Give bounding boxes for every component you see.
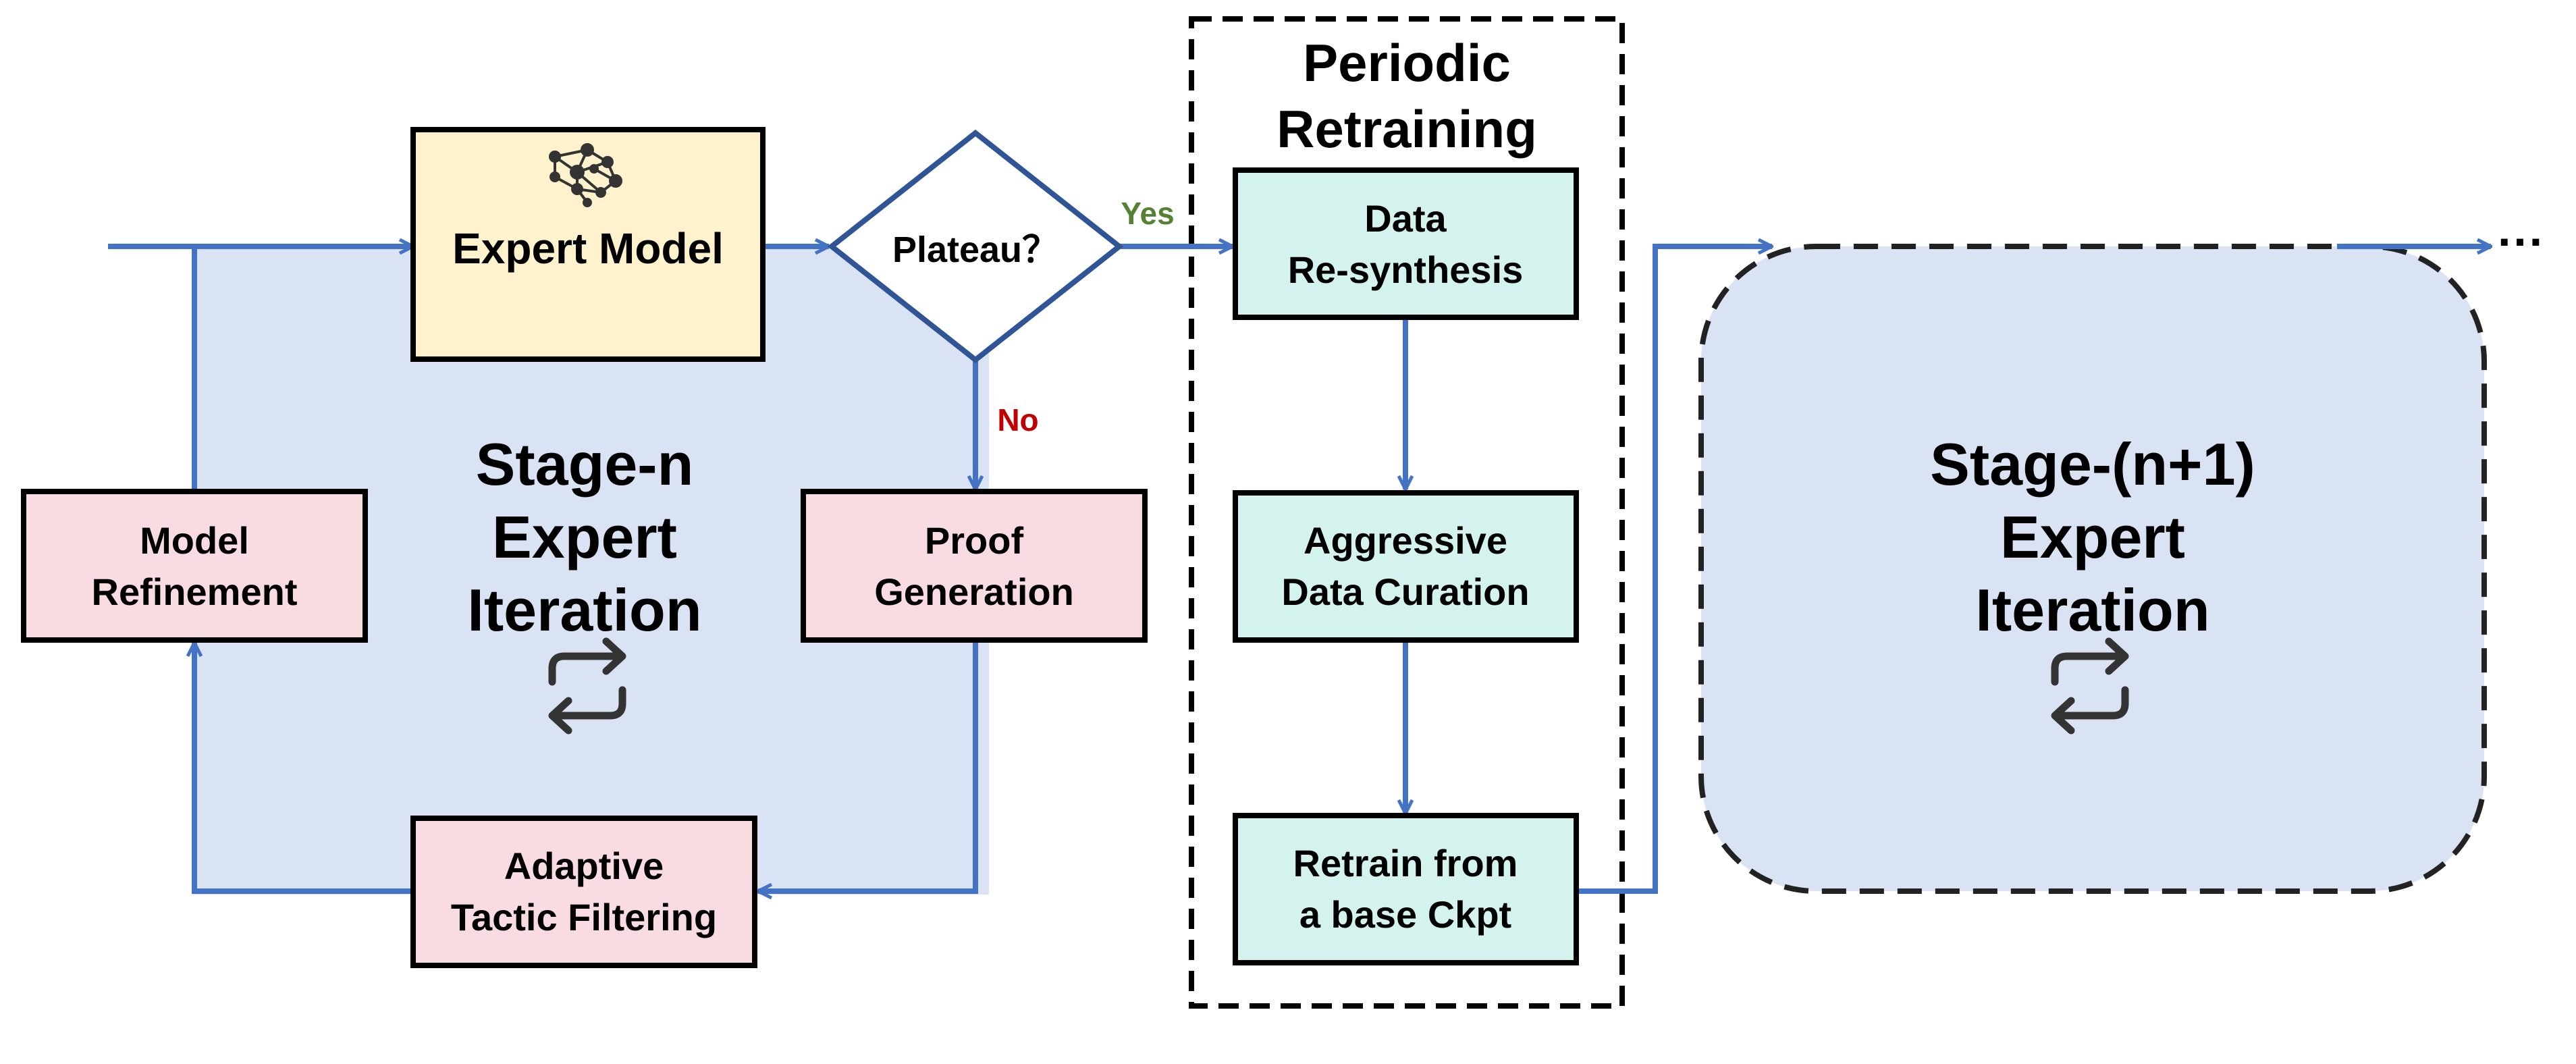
periodic-retraining-box <box>1189 16 1625 1009</box>
connectors <box>108 246 2491 891</box>
cycle-arrows-icon <box>2051 637 2129 735</box>
continuation-dots: ··· <box>2498 215 2545 268</box>
curation-line-1: Aggressive <box>1304 519 1507 562</box>
stage-n-title-line-3: Iteration <box>467 577 701 643</box>
stage-next-title: Stage-(n+1) Expert Iteration <box>1930 431 2255 643</box>
tactic-filtering-line-2: Tactic Filtering <box>451 896 717 938</box>
model-refinement-node: Model Refinement <box>21 489 368 643</box>
no-label: No <box>997 402 1038 437</box>
stage-next-title-line-3: Iteration <box>1975 577 2209 643</box>
neural-network-icon <box>549 143 622 207</box>
retrain-to-next-stage-arrow <box>1576 246 1772 894</box>
proof-to-filtering-arrow <box>758 641 978 891</box>
filtering-to-refinement-arrow <box>194 643 413 894</box>
plateau-decision: Plateau？ <box>827 129 1124 364</box>
curation-line-2: Data Curation <box>1281 570 1529 613</box>
plateau-label: Plateau？ <box>892 230 1058 270</box>
stage-next-title-line-1: Stage-(n+1) <box>1930 431 2255 498</box>
resynthesis-line-1: Data <box>1364 197 1447 240</box>
retraining-title: Periodic Retraining <box>1277 33 1537 159</box>
stage-n-title-line-2: Expert <box>492 504 677 570</box>
retraining-title-line-1: Periodic <box>1303 33 1511 92</box>
stage-n-title-line-1: Stage-n <box>476 431 694 498</box>
stage-next-title-line-2: Expert <box>2000 504 2185 570</box>
yes-label: Yes <box>1121 196 1174 231</box>
stage-next-region <box>1698 244 2487 894</box>
expert-model-label: Expert Model <box>452 224 724 273</box>
stage-n-title: Stage-n Expert Iteration <box>467 431 701 643</box>
resynthesis-node: Data Re-synthesis <box>1233 167 1579 320</box>
curation-node: Aggressive Data Curation <box>1233 490 1579 643</box>
resynthesis-line-2: Re-synthesis <box>1288 248 1524 291</box>
proof-generation-line-1: Proof <box>925 519 1024 562</box>
cycle-arrows-icon <box>548 637 626 735</box>
tactic-filtering-line-1: Adaptive <box>504 845 664 887</box>
proof-generation-line-2: Generation <box>874 570 1074 613</box>
model-refinement-line-1: Model <box>140 519 249 562</box>
proof-generation-node: Proof Generation <box>801 489 1148 643</box>
tactic-filtering-node: Adaptive Tactic Filtering <box>410 816 757 968</box>
retraining-title-line-2: Retraining <box>1277 99 1537 159</box>
expert-model-node: Expert Model <box>410 127 766 362</box>
retrain-line-2: a base Ckpt <box>1299 893 1511 936</box>
model-refinement-line-2: Refinement <box>92 570 298 613</box>
retrain-line-1: Retrain from <box>1293 842 1518 884</box>
retrain-node: Retrain from a base Ckpt <box>1233 813 1579 965</box>
